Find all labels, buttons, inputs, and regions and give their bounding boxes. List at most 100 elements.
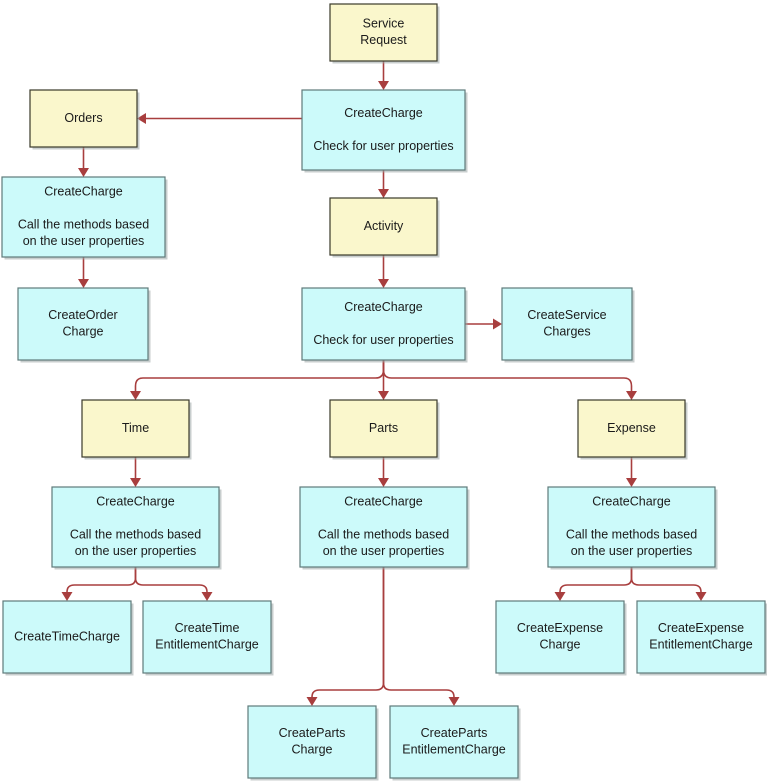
- node-label-line: CreateService: [527, 308, 606, 322]
- node-label-line: CreateCharge: [344, 495, 423, 509]
- connector-createcharge-top-to-orders: [137, 113, 302, 124]
- node-label-line: CreateTime: [175, 621, 240, 635]
- node-box[interactable]: [329, 399, 438, 458]
- node-label-line: EntitlementCharge: [155, 638, 259, 652]
- connector-createcharge-parts-to-createpartsentitlementcharge: [382, 567, 460, 706]
- node-label-line: Check for user properties: [313, 333, 453, 347]
- connector-createcharge-activity-to-expense: [382, 360, 637, 400]
- connector-service-request-to-createcharge-top: [378, 61, 389, 90]
- node-label-line: Charge: [540, 638, 581, 652]
- node-box[interactable]: [501, 287, 633, 361]
- arrow-head: [61, 592, 73, 601]
- node-box[interactable]: [495, 600, 625, 674]
- node-label-line: EntitlementCharge: [649, 638, 753, 652]
- connector-createcharge-time-to-createtimecharge: [61, 567, 137, 601]
- node-box[interactable]: [301, 89, 466, 171]
- node-label-line: CreateCharge: [344, 106, 423, 120]
- node-label-line: Activity: [364, 219, 404, 233]
- node-box[interactable]: [299, 486, 468, 568]
- node-label-line: Parts: [369, 421, 398, 435]
- connector-createcharge-expense-to-createexpensecharge: [554, 567, 633, 601]
- connector-createcharge-time-to-createtimeentitlementcharge: [134, 567, 213, 601]
- node-box[interactable]: [329, 3, 438, 62]
- node-box[interactable]: [329, 197, 438, 256]
- node-box[interactable]: [81, 399, 190, 458]
- node-orders[interactable]: Orders: [29, 89, 140, 150]
- node-expense[interactable]: Expense: [577, 399, 688, 460]
- node-box[interactable]: [577, 399, 686, 458]
- node-box[interactable]: [389, 705, 519, 779]
- connector-line: [134, 567, 208, 597]
- node-box[interactable]: [51, 486, 220, 568]
- node-time[interactable]: Time: [81, 399, 192, 460]
- node-label-line: Call the methods based: [318, 528, 449, 542]
- node-label-line: CreateOrder: [48, 308, 117, 322]
- node-parts[interactable]: Parts: [329, 399, 440, 460]
- node-label-line: CreateCharge: [96, 495, 175, 509]
- node-activity[interactable]: Activity: [329, 197, 440, 258]
- node-label-line: CreateTimeCharge: [14, 629, 120, 643]
- arrow-head: [626, 391, 637, 400]
- node-label-line: CreateCharge: [592, 495, 671, 509]
- node-label-line: on the user properties: [571, 544, 693, 558]
- node-box[interactable]: [247, 705, 377, 779]
- node-label-line: Call the methods based: [566, 528, 697, 542]
- node-label-line: Charge: [63, 325, 104, 339]
- connector-createcharge-activity-to-time: [130, 360, 385, 400]
- node-label-line: Expense: [607, 421, 656, 435]
- node-box[interactable]: [2, 600, 132, 674]
- arrow-head: [554, 592, 566, 601]
- node-box[interactable]: [29, 89, 138, 148]
- node-box[interactable]: [301, 287, 466, 361]
- arrow-head: [130, 478, 141, 487]
- connector-line: [559, 567, 633, 597]
- node-label-line: on the user properties: [23, 234, 145, 248]
- node-createtimecharge[interactable]: CreateTimeCharge: [2, 600, 134, 676]
- arrow-head: [378, 189, 389, 198]
- arrow-head: [378, 391, 389, 400]
- arrow-head: [626, 478, 637, 487]
- connector-line: [66, 567, 137, 597]
- node-label-line: Call the methods based: [70, 528, 201, 542]
- connector-line: [311, 567, 385, 702]
- connector-line: [382, 567, 455, 702]
- connector-time-to-createcharge-time: [130, 457, 141, 487]
- connector-line: [382, 360, 633, 396]
- arrow-head: [378, 81, 389, 90]
- arrow-head: [695, 592, 707, 601]
- connector-createcharge-orders-to-createordercharge: [78, 257, 89, 288]
- node-box[interactable]: [17, 287, 149, 361]
- node-label-line: Check for user properties: [313, 139, 453, 153]
- node-box[interactable]: [142, 600, 272, 674]
- node-label-line: Call the methods based: [18, 218, 149, 232]
- node-label-line: Request: [360, 33, 407, 47]
- node-label-line: CreateExpense: [517, 621, 603, 635]
- node-box[interactable]: [636, 600, 766, 674]
- node-label-line: CreateCharge: [44, 185, 123, 199]
- node-box[interactable]: [1, 176, 166, 258]
- node-box[interactable]: [547, 486, 716, 568]
- connector-expense-to-createcharge-expense: [626, 457, 637, 487]
- node-label-line: CreateParts: [279, 726, 346, 740]
- node-label-line: Orders: [64, 111, 102, 125]
- connector-activity-to-createcharge-activity: [378, 255, 389, 288]
- node-label-line: Charge: [292, 743, 333, 757]
- connector-createcharge-expense-to-createexpenseentitlementcharge: [630, 567, 707, 601]
